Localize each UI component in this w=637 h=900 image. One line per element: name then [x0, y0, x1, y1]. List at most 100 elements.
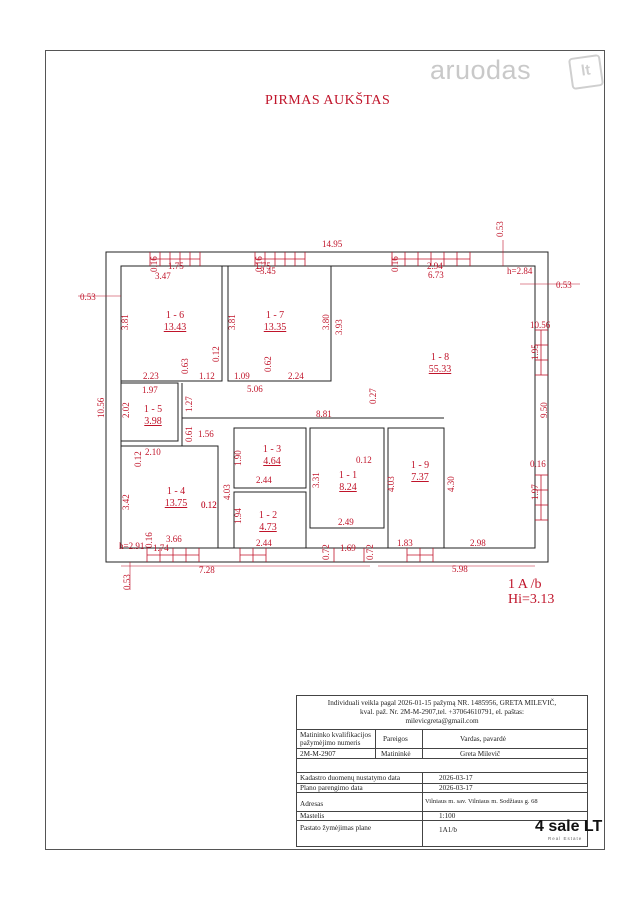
- dimension-label: 2.49: [338, 517, 354, 527]
- dimension-label: 1.94: [233, 508, 243, 524]
- plan-date-label: Plano parengimo data: [300, 784, 363, 792]
- dimension-label: 3.31: [311, 472, 321, 488]
- address-label: Adresas: [300, 800, 324, 808]
- dimension-label: 1.69: [340, 543, 356, 553]
- room-id-1-9: 1 - 9: [411, 460, 429, 471]
- dimension-label: 0.12: [211, 346, 221, 362]
- room-area-1-6: 13.43: [164, 322, 187, 333]
- room-area-1-4: 13.75: [165, 498, 188, 509]
- dimension-label: 0.12: [133, 451, 143, 467]
- role-value: Matininkė: [381, 750, 411, 758]
- header-line-3: milevicgreta@gmail.com: [405, 717, 479, 725]
- dimension-label: 0.62: [263, 356, 273, 372]
- dimension-label: 3.45: [260, 266, 276, 276]
- header-line-1: Individuali veikla pagal 2026-01-15 pažy…: [327, 699, 557, 707]
- name-value: Greta Milevič: [460, 750, 501, 758]
- dimension-label: 14.95: [322, 239, 343, 249]
- dimension-label: 1.97: [530, 484, 540, 500]
- dimension-label: 1.95: [530, 344, 540, 360]
- room-id-1-6: 1 - 6: [166, 310, 184, 321]
- height-label: Hi=3.13: [508, 592, 555, 607]
- dimension-lines: [78, 240, 580, 590]
- dimension-label: 3.47: [155, 271, 171, 281]
- dimension-label: 8.81: [316, 409, 332, 419]
- watermark-text: aruodas: [430, 55, 532, 85]
- dimension-label: 1.12: [199, 371, 215, 381]
- drawing-sheet: [45, 50, 605, 850]
- room-outline-1-1: [309, 427, 385, 529]
- dimension-label: 0.61: [184, 426, 194, 442]
- role-label: Pareigos: [383, 735, 408, 743]
- dimension-label: 1.90: [233, 450, 243, 466]
- dimension-label: 1.74: [153, 543, 169, 553]
- title-block-header: Individuali veikla pagal 2026-01-15 pažy…: [301, 699, 583, 726]
- dimension-label: 10.56: [530, 320, 551, 330]
- dimension-label: 0.53: [495, 221, 505, 237]
- marking-value: 1A1/b: [439, 826, 457, 834]
- dimension-label: 5.06: [247, 384, 263, 394]
- scale-legend: 1 A /b Hi=3.13: [508, 577, 554, 607]
- dimension-label: 2.44: [256, 538, 272, 548]
- dimension-label: 0.12: [201, 500, 217, 510]
- room-area-1-3: 4.64: [263, 456, 281, 467]
- brand-logo: 4 sale LT: [535, 818, 603, 835]
- cadastre-label: Kadastro duomenų nustatymo data: [300, 774, 401, 782]
- room-outline-1-9: [387, 427, 445, 549]
- dimension-label: 1.75: [168, 261, 184, 271]
- dimension-label: h=2.84: [507, 266, 533, 276]
- dimension-label: 1.09: [234, 371, 250, 381]
- cert-number: 2M-M-2907: [300, 750, 336, 758]
- plan-title: PIRMAS AUKŠTAS: [265, 93, 391, 108]
- scale-label-stamp: Mastelis: [300, 812, 325, 820]
- dimension-label: 2.10: [145, 447, 161, 457]
- name-label: Vardas, pavardė: [460, 735, 506, 743]
- room-area-1-2: 4.73: [259, 522, 277, 533]
- outer-wall-outline: [105, 251, 549, 563]
- room-area-1-5: 3.98: [144, 416, 162, 427]
- cert-label-2: pažymėjimo numeris: [300, 739, 361, 747]
- room-area-1-7: 13.35: [264, 322, 287, 333]
- room-outline-1-7: [227, 265, 332, 382]
- title-block: Individuali veikla pagal 2026-01-15 pažy…: [296, 695, 588, 847]
- dimension-label: 0.12: [356, 455, 372, 465]
- dimension-label: 3.42: [121, 494, 131, 510]
- dimension-label: 4.30: [446, 476, 456, 492]
- address-value: Vilniaus m. sav. Vilniaus m. Sodžiaus g.…: [425, 798, 538, 805]
- room-outline-1-5: [120, 382, 179, 442]
- dimension-label: 7.28: [199, 565, 215, 575]
- dimension-label: 3.81: [227, 314, 237, 330]
- room-id-1-8: 1 - 8: [431, 352, 449, 363]
- walls: [105, 251, 549, 563]
- dimension-label: h=2.91: [119, 541, 144, 551]
- marking-label: Pastato žymėjimas plane: [300, 824, 372, 832]
- header-line-2: kval. paž. Nr. 2M-M-2907,tel. +370646107…: [360, 708, 524, 716]
- room-id-1-2: 1 - 2: [259, 510, 277, 521]
- room-area-1-1: 8.24: [339, 482, 357, 493]
- dimension-label: 2.94: [427, 261, 443, 271]
- dimension-label: 0.16: [530, 459, 546, 469]
- dimension-label: 2.24: [288, 371, 304, 381]
- dimension-label: 6.73: [428, 270, 444, 280]
- dimension-label: 1.75: [255, 261, 271, 271]
- dimension-label: 2.44: [256, 475, 272, 485]
- room-id-1-3: 1 - 3: [263, 444, 281, 455]
- dimension-label: 4.03: [222, 484, 232, 500]
- dimension-label: 0.63: [180, 358, 190, 374]
- dimension-label: 1.27: [184, 396, 194, 412]
- dimension-label: 1.97: [142, 385, 158, 395]
- room-area-1-9: 7.37: [411, 472, 429, 483]
- dimension-label: 3.93: [334, 319, 344, 335]
- dimension-label: 0.16: [254, 256, 264, 272]
- cert-label-1: Matininko kvalifikacijos: [300, 731, 371, 739]
- dimension-label: 2.23: [143, 371, 159, 381]
- room-id-1-1: 1 - 1: [339, 470, 357, 481]
- windows: [146, 252, 548, 562]
- dimension-label: 0.53: [80, 292, 96, 302]
- dimension-label: 0.16: [144, 532, 154, 548]
- dimension-label: 1.56: [198, 429, 214, 439]
- room-outline-1-3: [233, 427, 307, 489]
- dimension-label: 9.50: [539, 402, 549, 418]
- scale-label: 1 A /b: [508, 577, 542, 592]
- dimension-label: 2.98: [470, 538, 486, 548]
